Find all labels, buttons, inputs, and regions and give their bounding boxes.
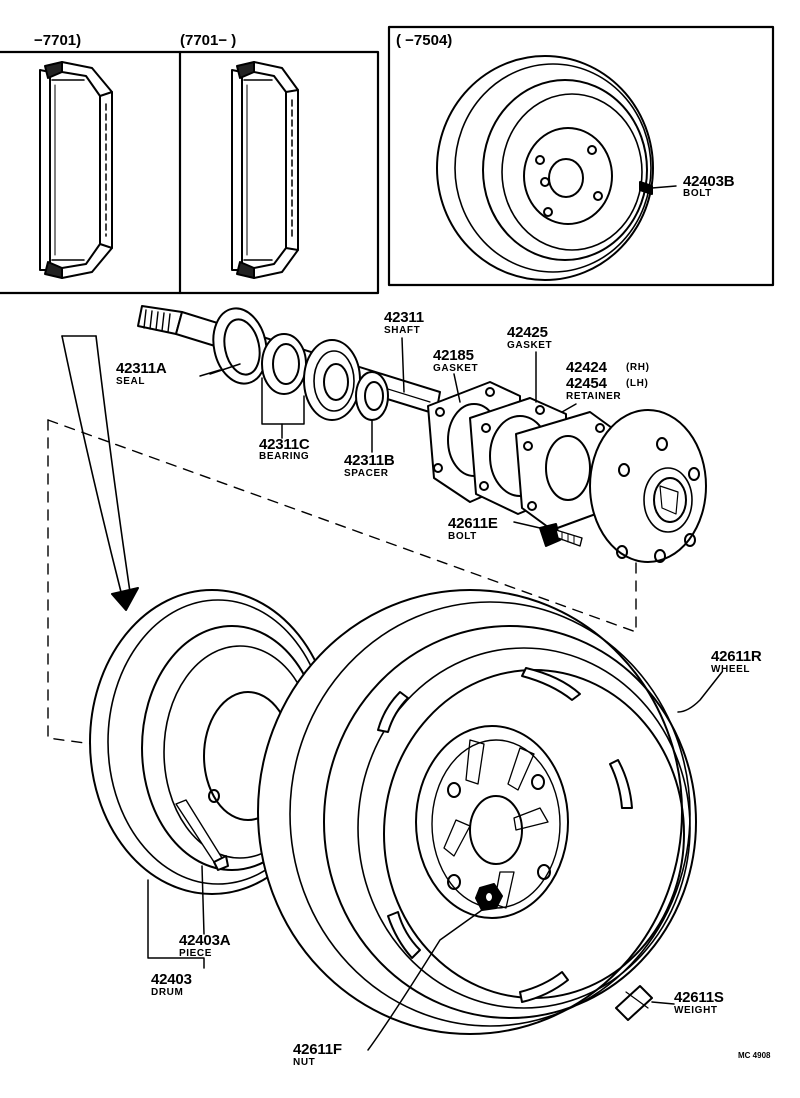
drum-cross-section-new xyxy=(231,61,299,279)
assembly-arrow xyxy=(61,335,139,611)
diagram-code: MC 4908 xyxy=(738,1051,771,1060)
leader-lines-bottom xyxy=(147,363,723,1051)
brake-drum-inset xyxy=(436,55,677,281)
part-name-retainer: RETAINER xyxy=(566,391,622,402)
part-number-42403: 42403 xyxy=(151,971,192,988)
part-name-gasket-42185: GASKET xyxy=(433,363,479,374)
part-number-42611R: 42611R xyxy=(711,648,762,665)
part-number-42311: 42311 xyxy=(384,309,424,326)
part-number-42611S: 42611S xyxy=(674,989,724,1006)
part-name-bolt: BOLT xyxy=(683,188,712,199)
part-name-bearing: BEARING xyxy=(259,451,310,462)
leader-brackets xyxy=(199,337,577,529)
part-name-seal: SEAL xyxy=(116,376,146,387)
part-number-42424: 42424 xyxy=(566,359,607,376)
part-number-42611E: 42611E xyxy=(448,515,498,532)
drum-cross-section-old xyxy=(39,61,113,279)
part-number-42454: 42454 xyxy=(566,375,607,392)
road-wheel xyxy=(257,589,697,1035)
part-name-drum: DRUM xyxy=(151,987,184,998)
side-label-lh: (LH) xyxy=(626,378,649,389)
inset-label-early: −7701) xyxy=(34,32,82,49)
side-label-rh: (RH) xyxy=(626,362,650,373)
part-number-42311A: 42311A xyxy=(116,360,167,377)
inset-label-late: (7701− ) xyxy=(180,32,237,49)
part-number-42403A: 42403A xyxy=(179,932,231,949)
inset-label-drum: ( −7504) xyxy=(396,32,453,49)
part-name-nut: NUT xyxy=(293,1057,316,1068)
part-number-42425: 42425 xyxy=(507,324,548,341)
part-number-42185: 42185 xyxy=(433,347,474,364)
inset-frames xyxy=(0,25,775,295)
part-name-piece: PIECE xyxy=(179,948,213,959)
part-name-wheel: WHEEL xyxy=(711,664,751,675)
dashed-assembly-lines xyxy=(47,419,637,745)
part-name-gasket-42425: GASKET xyxy=(507,340,553,351)
part-name-hub-bolt: BOLT xyxy=(448,531,477,542)
part-name-shaft: SHAFT xyxy=(384,325,421,336)
part-number-42311B: 42311B xyxy=(344,452,395,469)
part-name-spacer: SPACER xyxy=(344,468,389,479)
part-name-weight: WEIGHT xyxy=(674,1005,718,1016)
part-number-42403B: 42403B xyxy=(683,173,735,190)
part-number-42611F: 42611F xyxy=(293,1041,342,1058)
part-number-42311C: 42311C xyxy=(259,436,310,453)
axle-shaft-assembly xyxy=(137,305,707,563)
